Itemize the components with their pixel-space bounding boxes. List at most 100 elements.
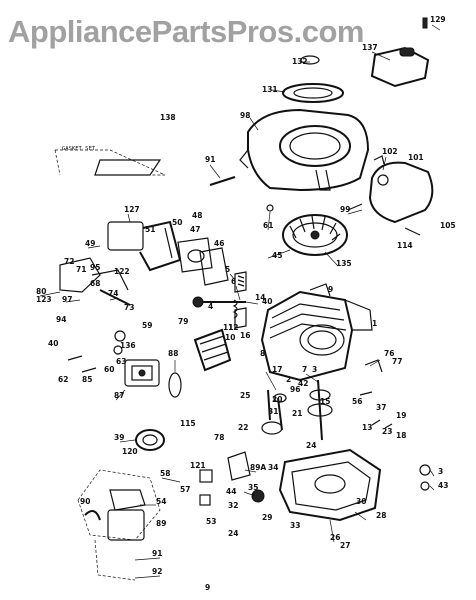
leader-line — [134, 575, 161, 579]
leader-line — [429, 485, 435, 491]
part-label-2: 2 — [286, 375, 291, 384]
part-label-4: 4 — [208, 302, 213, 311]
part-label-56: 56 — [352, 397, 362, 406]
rotating-screen — [282, 83, 344, 103]
part-120-shape — [135, 429, 165, 451]
part-label-22: 22 — [238, 423, 248, 432]
leader-line — [371, 51, 391, 61]
cylinder-block — [260, 290, 373, 382]
part-label-21: 21 — [292, 409, 302, 418]
part-8-shape — [309, 283, 331, 297]
leader-line — [305, 373, 319, 383]
part-105-shape — [404, 227, 421, 236]
muffler — [368, 161, 434, 224]
part-label-42: 42 — [298, 379, 308, 388]
leader-line — [243, 491, 256, 497]
leader-line — [245, 301, 259, 305]
leader-line — [134, 557, 161, 561]
part-label-102: 102 — [382, 147, 398, 156]
part-label-80: 80 — [36, 287, 46, 296]
part-label-72: 72 — [64, 257, 74, 266]
part-label-62: 62 — [58, 375, 68, 384]
part-label-7: 7 — [302, 365, 307, 374]
part-label-138: 138 — [160, 113, 176, 122]
part-label-6: 6 — [231, 277, 236, 286]
part-label-73: 73 — [124, 303, 134, 312]
part-label-135: 135 — [336, 259, 352, 268]
part-label-92: 92 — [152, 567, 162, 576]
part-label-29: 29 — [262, 513, 272, 522]
springs — [232, 299, 238, 319]
part-label-91: 91 — [205, 155, 215, 164]
leader-line — [267, 249, 291, 259]
part-label-58: 58 — [160, 469, 170, 478]
part-label-8: 8 — [260, 349, 265, 358]
part-label-98: 98 — [240, 111, 250, 120]
leader-line — [429, 469, 435, 477]
part-102-shape — [373, 155, 385, 165]
part-34-35-shape — [227, 451, 251, 481]
part-label-87: 87 — [114, 391, 124, 400]
part-label-20: 20 — [272, 395, 282, 404]
watermark-logo: AppliancePartsPros.com — [8, 14, 364, 49]
part-label-60: 60 — [104, 365, 114, 374]
part-label-10: 10 — [225, 333, 235, 342]
part-label-136: 136 — [120, 341, 136, 350]
part-label-12: 12 — [228, 323, 238, 332]
part-label-101: 101 — [408, 153, 424, 162]
part-54-shape — [199, 494, 211, 506]
part-53-shape — [199, 469, 213, 483]
part-label-34: 34 — [268, 463, 278, 472]
part-label-32: 32 — [228, 501, 238, 510]
leader-line — [209, 164, 221, 179]
part-label-24: 24 — [228, 529, 238, 538]
part-76-77-shape — [364, 359, 383, 373]
part-62-85-shape — [67, 355, 97, 373]
leader-line — [119, 439, 136, 443]
part-136-shape — [124, 359, 160, 387]
part-label-89A: 89A — [250, 463, 266, 472]
part-label-43: 43 — [438, 481, 448, 490]
part-63-shape — [113, 345, 123, 355]
gasket-set-caption: GASKET SET — [62, 146, 96, 152]
part-label-96: 96 — [290, 385, 300, 394]
part-43-shape — [419, 464, 431, 476]
part-label-94: 94 — [56, 315, 66, 324]
part-46-shape — [199, 247, 229, 286]
part-129-shape — [422, 17, 428, 29]
part-label-61: 61 — [263, 221, 273, 230]
part-79-shape — [193, 328, 232, 372]
part-91-upper — [209, 176, 236, 186]
gasket-plate — [94, 159, 162, 176]
part-label-40: 40 — [262, 297, 272, 306]
part-label-13: 13 — [362, 423, 372, 432]
part-label-45: 45 — [272, 251, 282, 260]
part-label-27: 27 — [340, 541, 350, 550]
part-label-47: 47 — [190, 225, 200, 234]
part-label-74: 74 — [108, 289, 118, 298]
leader-line — [244, 469, 257, 473]
part-label-131: 131 — [262, 85, 278, 94]
leader-line — [39, 291, 61, 297]
crankshaft — [307, 379, 333, 441]
part-label-24: 24 — [306, 441, 316, 450]
part-label-51: 51 — [145, 225, 155, 234]
part-label-105: 105 — [440, 221, 456, 230]
part-label-76: 76 — [384, 349, 394, 358]
part-label-71: 71 — [76, 265, 86, 274]
leader-line — [382, 156, 387, 171]
leader-lines — [39, 24, 441, 579]
leader-line — [265, 371, 277, 391]
carburetor-assembly — [59, 220, 213, 306]
part-label-123: 123 — [36, 295, 52, 304]
part-label-97: 97 — [62, 295, 72, 304]
part-label-9: 9 — [328, 285, 333, 294]
part-label-54: 54 — [156, 497, 166, 506]
leader-line — [65, 299, 81, 303]
part-label-114: 114 — [397, 241, 413, 250]
part-label-91: 91 — [152, 549, 162, 558]
part-label-15: 15 — [320, 397, 330, 406]
part-label-3: 3 — [438, 467, 443, 476]
